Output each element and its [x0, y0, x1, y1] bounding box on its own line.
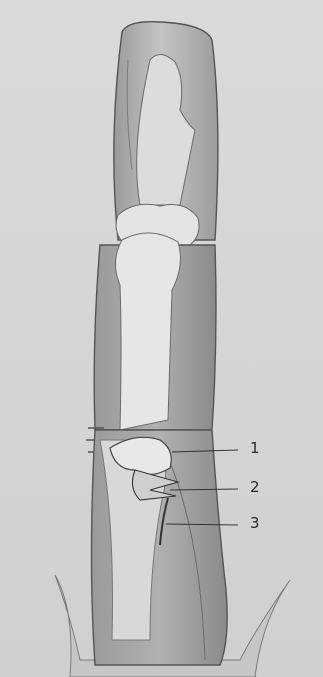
- callout-label-2: 2: [250, 478, 260, 496]
- callout-label-3: 3: [250, 514, 260, 532]
- callout-label-1: 1: [250, 439, 260, 457]
